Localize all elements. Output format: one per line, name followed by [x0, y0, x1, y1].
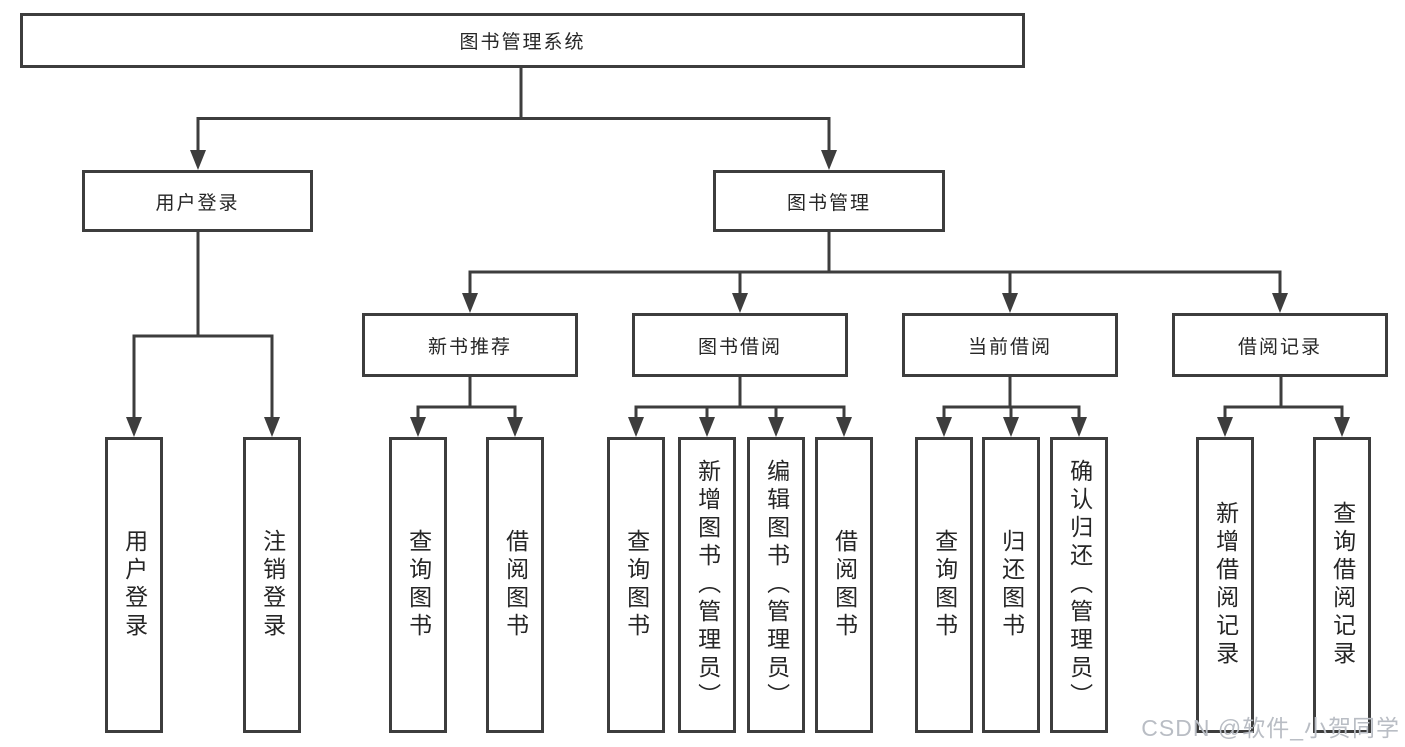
node-current-borrow-label: 当前借阅	[967, 336, 1052, 358]
leaf-nbr-borrow-books: 借阅图书	[486, 437, 544, 733]
node-book-borrow: 图书借阅	[632, 313, 848, 377]
leaf-br-add-record: 新增借阅记录	[1196, 437, 1254, 733]
node-root-label: 图书管理系统	[459, 32, 586, 53]
leaf-bb-edit-books-admin: 编辑图书（管理员）	[747, 437, 805, 733]
csdn-watermark: CSDN @软件_小贺同学	[1141, 715, 1400, 741]
leaf-cb-query-books-label: 查询图书	[931, 529, 958, 641]
node-user-login: 用户登录	[82, 170, 313, 232]
leaf-bb-edit-books-admin-label: 编辑图书（管理员）	[763, 459, 790, 711]
leaf-bb-borrow-books-label: 借阅图书	[831, 529, 858, 641]
node-new-book-recommend: 新书推荐	[362, 313, 578, 377]
arrowheads	[126, 150, 1350, 437]
leaf-logout: 注销登录	[243, 437, 301, 733]
node-current-borrow: 当前借阅	[902, 313, 1118, 377]
node-book-management-label: 图书管理	[786, 192, 871, 214]
leaf-bb-add-books-admin-label: 新增图书（管理员）	[694, 459, 721, 711]
leaf-nbr-query-books: 查询图书	[389, 437, 447, 733]
leaf-br-query-record: 查询借阅记录	[1313, 437, 1371, 733]
leaf-bb-add-books-admin: 新增图书（管理员）	[678, 437, 736, 733]
leaf-cb-query-books: 查询图书	[915, 437, 973, 733]
leaf-logout-label: 注销登录	[259, 529, 286, 641]
node-book-management: 图书管理	[713, 170, 945, 232]
node-root: 图书管理系统	[20, 13, 1025, 68]
node-borrow-records: 借阅记录	[1172, 313, 1388, 377]
node-user-login-label: 用户登录	[155, 192, 240, 214]
leaf-user-login-label: 用户登录	[121, 529, 148, 641]
leaf-bb-query-books-label: 查询图书	[623, 529, 650, 641]
leaf-nbr-borrow-books-label: 借阅图书	[502, 529, 529, 641]
leaf-bb-borrow-books: 借阅图书	[815, 437, 873, 733]
node-new-book-recommend-label: 新书推荐	[427, 336, 512, 358]
leaf-bb-query-books: 查询图书	[607, 437, 665, 733]
leaf-br-query-record-label: 查询借阅记录	[1329, 501, 1356, 669]
connector-segments	[132, 68, 1344, 419]
leaf-cb-return-books: 归还图书	[982, 437, 1040, 733]
leaf-nbr-query-books-label: 查询图书	[405, 529, 432, 641]
leaf-cb-confirm-return-admin-label: 确认归还（管理员）	[1066, 459, 1093, 711]
leaf-cb-return-books-label: 归还图书	[998, 529, 1025, 641]
leaf-user-login: 用户登录	[105, 437, 163, 733]
leaf-br-add-record-label: 新增借阅记录	[1212, 501, 1239, 669]
leaf-cb-confirm-return-admin: 确认归还（管理员）	[1050, 437, 1108, 733]
node-borrow-records-label: 借阅记录	[1237, 336, 1322, 358]
node-book-borrow-label: 图书借阅	[697, 336, 782, 358]
